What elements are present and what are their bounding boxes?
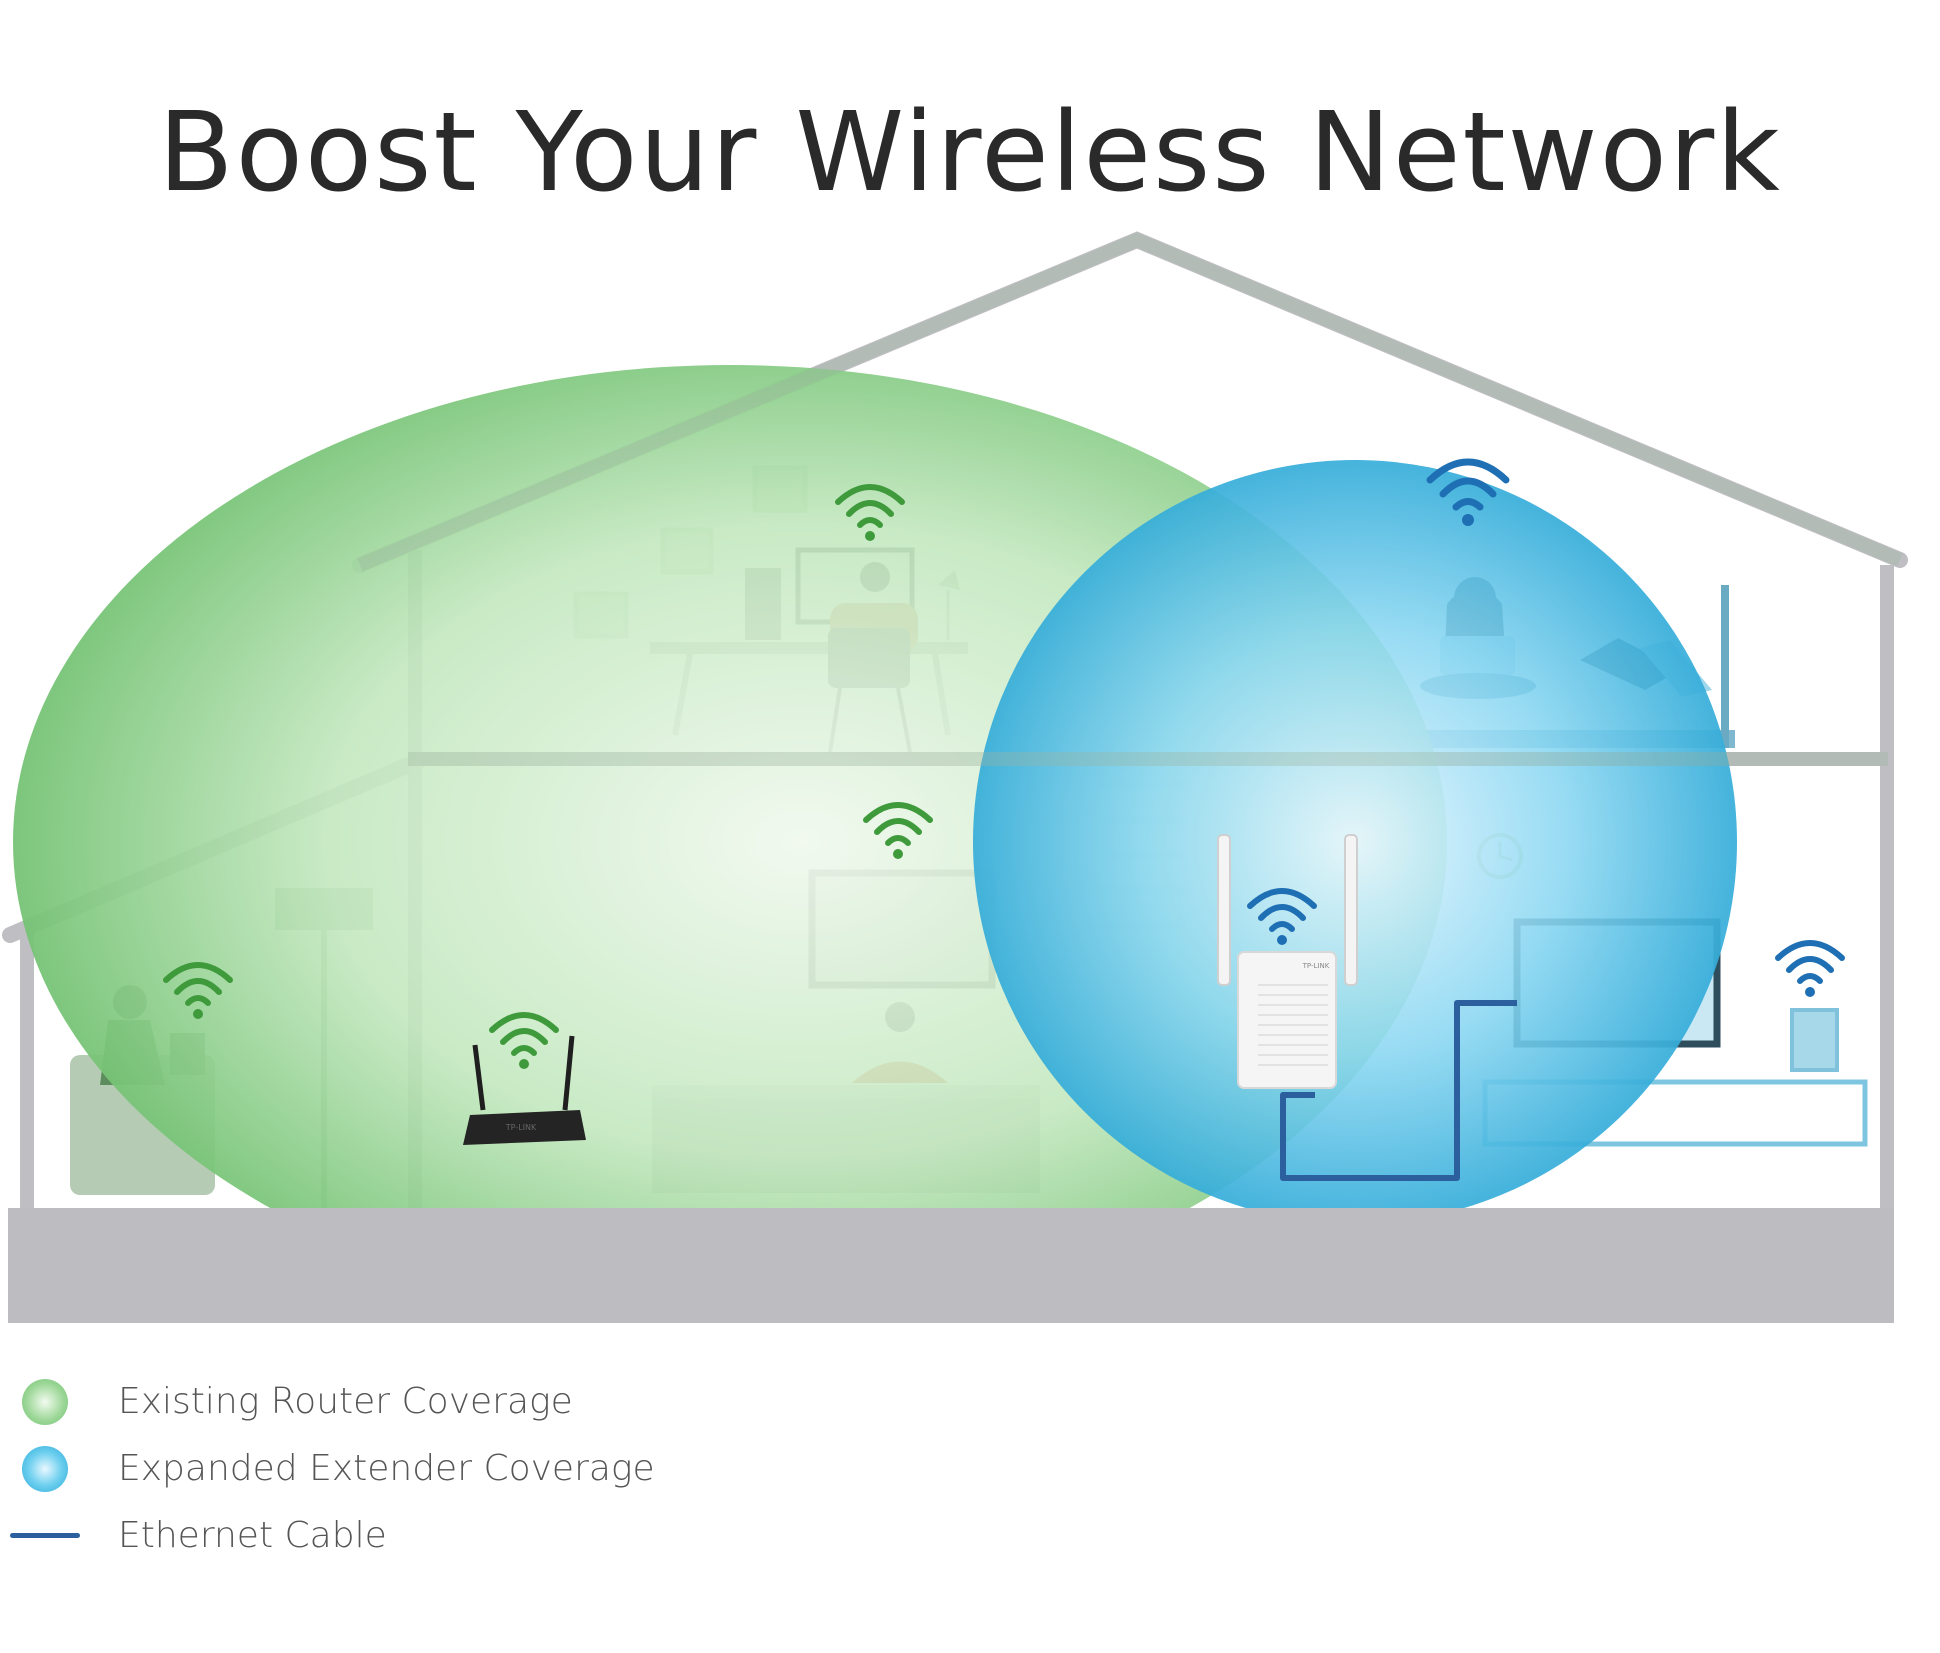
wifi-icon [163, 962, 233, 1019]
page-title: Boost Your Wireless Network [158, 88, 1782, 216]
wifi-icon [863, 802, 933, 859]
legend-label: Ethernet Cable [118, 1515, 387, 1556]
house-structure-overlay [357, 232, 1903, 766]
legend: Existing Router Coverage Expanded Extend… [10, 1368, 655, 1569]
router-device: TP-LINK [463, 1035, 586, 1145]
wifi-icon [1426, 458, 1510, 526]
ethernet-cable [1280, 1000, 1517, 1181]
line-icon [10, 1533, 80, 1538]
wifi-icon [1247, 888, 1317, 945]
house-foundation [8, 1208, 1894, 1323]
range-extender-device: TP-LINK [1217, 834, 1358, 1089]
wifi-icon [489, 1012, 559, 1069]
blue-circle-icon [22, 1445, 68, 1492]
legend-label: Expanded Extender Coverage [118, 1448, 655, 1489]
legend-item-extender: Expanded Extender Coverage [10, 1435, 655, 1502]
legend-label: Existing Router Coverage [118, 1381, 573, 1422]
wifi-icon [835, 484, 905, 541]
legend-item-router: Existing Router Coverage [10, 1368, 655, 1435]
home-network-diagram: TP-LINK TP-LINK [2, 231, 1908, 1323]
legend-item-ethernet: Ethernet Cable [10, 1502, 655, 1569]
router-brand: TP-LINK [505, 1123, 537, 1132]
wifi-icon [1775, 940, 1845, 997]
green-circle-icon [22, 1378, 68, 1425]
extender-brand: TP-LINK [1302, 962, 1330, 970]
